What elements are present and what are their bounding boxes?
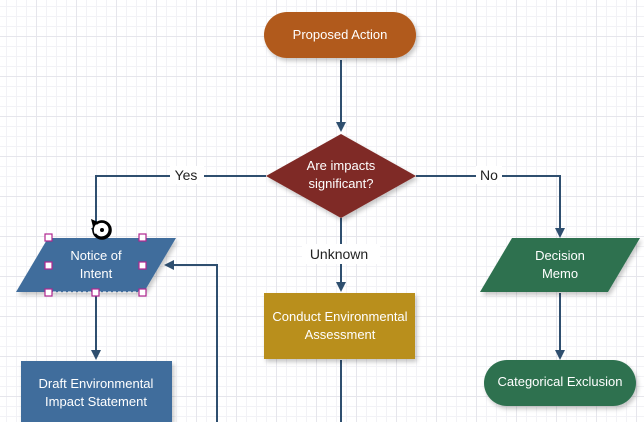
node-proposed-action-label: Proposed Action	[293, 27, 388, 42]
resize-handle-se[interactable]	[138, 288, 147, 297]
node-categorical-exclusion[interactable]: Categorical Exclusion	[484, 360, 636, 406]
resize-handle-e[interactable]	[138, 261, 147, 270]
node-decision-memo[interactable]: Decision Memo	[480, 238, 640, 292]
node-decision-line1: Are impacts	[307, 158, 376, 173]
node-conduct-line1: Conduct Environmental	[272, 309, 407, 324]
node-decision-line2: significant?	[308, 176, 373, 191]
node-conduct-line2: Assessment	[305, 327, 376, 342]
edge-label-unknown-bg	[302, 244, 380, 264]
node-draft-eis[interactable]: Draft Environmental Impact Statement	[21, 361, 172, 422]
rotate-icon[interactable]	[91, 219, 112, 240]
node-memo-line2: Memo	[542, 266, 578, 281]
resize-handle-nw[interactable]	[44, 233, 53, 242]
resize-handle-w[interactable]	[44, 261, 53, 270]
edge-label-yes-bg	[170, 166, 204, 184]
node-notice-line2: Intent	[80, 266, 113, 281]
node-memo-line1: Decision	[535, 248, 585, 263]
node-notice-of-intent[interactable]: Notice of Intent	[16, 238, 176, 293]
connector-loop-to-notice[interactable]	[164, 260, 218, 422]
edge-label-no-bg	[476, 166, 502, 184]
node-categorical-label: Categorical Exclusion	[497, 374, 622, 389]
edge-label-no: No	[480, 167, 498, 183]
edge-label-yes: Yes	[175, 167, 198, 183]
selection-handles[interactable]	[44, 233, 147, 297]
node-proposed-action[interactable]: Proposed Action	[264, 12, 416, 58]
node-draft-line2: Impact Statement	[45, 394, 147, 409]
resize-handle-sw[interactable]	[44, 288, 53, 297]
edge-label-unknown: Unknown	[310, 246, 368, 262]
resize-handle-s[interactable]	[91, 288, 100, 297]
connector-decision-yes[interactable]	[91, 175, 266, 238]
node-draft-line1: Draft Environmental	[39, 376, 154, 391]
resize-handle-ne[interactable]	[138, 233, 147, 242]
connector-decision-no[interactable]	[416, 175, 565, 238]
node-conduct-assessment[interactable]: Conduct Environmental Assessment	[264, 293, 415, 359]
node-notice-line1: Notice of	[70, 248, 122, 263]
node-decision-impacts[interactable]: Are impacts significant?	[266, 134, 416, 218]
